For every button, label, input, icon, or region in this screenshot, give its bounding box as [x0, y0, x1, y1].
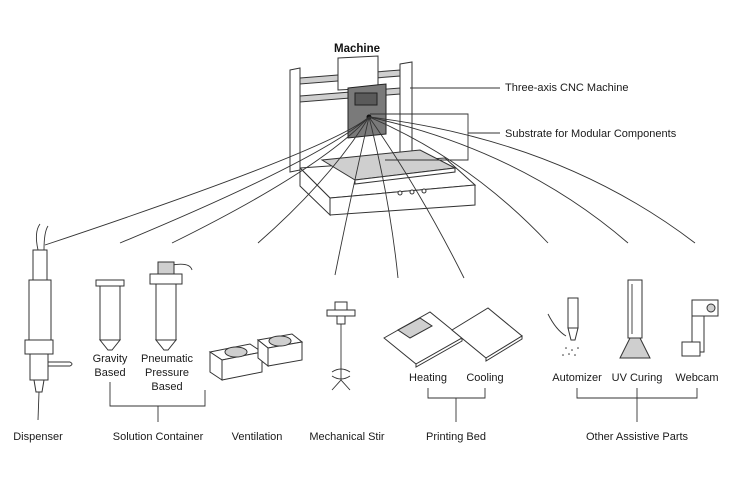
webcam-label: Webcam	[675, 372, 718, 384]
machine-bed-edge	[354, 167, 456, 185]
line-webcam	[368, 116, 696, 244]
carriage	[347, 83, 387, 139]
cnc-machine	[289, 55, 477, 217]
button-1	[397, 190, 403, 196]
line-automizer	[368, 116, 549, 244]
webcam-icon	[681, 299, 719, 357]
substrate-callout-label: Substrate for Modular Components	[505, 128, 677, 140]
line-uv	[368, 116, 629, 244]
dispenser-collar	[24, 339, 54, 355]
heating-label: Heating	[409, 372, 447, 384]
line-ventilation	[257, 116, 370, 244]
line-stir	[334, 116, 370, 276]
machine-title: Machine	[334, 43, 380, 55]
machine-base-side	[299, 166, 331, 217]
cnc-callout-label: Three-axis CNC Machine	[505, 82, 628, 94]
ventilation-label: Ventilation	[232, 431, 283, 443]
dispenser-label: Dispenser	[13, 431, 63, 443]
ventilation-icon	[208, 333, 304, 381]
cooling-label: Cooling	[466, 372, 503, 384]
button-3	[421, 188, 427, 194]
bed-bracket	[427, 388, 486, 399]
automizer-icon	[547, 297, 579, 356]
gravity-syringe-icon	[95, 279, 125, 351]
dispenser-top	[32, 249, 48, 281]
heating-plate-icon	[383, 311, 463, 368]
left-upright	[289, 67, 301, 173]
z-axis-column	[337, 55, 379, 91]
printing-bed-label: Printing Bed	[426, 431, 486, 443]
automizer-label: Automizer	[552, 372, 602, 384]
line-solution-left	[119, 116, 370, 244]
substrate-callout-bracket	[370, 113, 469, 161]
dispenser-icon	[24, 223, 73, 421]
solution-bracket	[109, 382, 206, 407]
connection-lines	[44, 116, 696, 279]
cooling-plate-icon	[451, 307, 523, 362]
uv-curing-label: UV Curing	[612, 372, 663, 384]
uv-curing-icon	[619, 279, 651, 359]
line-solution-right	[171, 116, 370, 244]
line-bed-right	[368, 116, 465, 279]
dispenser-body	[29, 353, 49, 381]
other-assistive-parts-label: Other Assistive Parts	[586, 431, 689, 443]
line-dispenser	[44, 116, 370, 246]
right-upright	[399, 61, 413, 165]
mechanical-stir-icon	[326, 301, 356, 391]
button-2	[409, 189, 415, 195]
mechanical-stir-label: Mechanical Stir	[309, 431, 385, 443]
carriage-plate	[354, 92, 378, 106]
solution-container-label: Solution Container	[113, 431, 204, 443]
pneumatic-syringe-icon	[149, 261, 193, 351]
line-bed-left	[368, 116, 399, 279]
dispenser-barrel	[28, 279, 52, 341]
